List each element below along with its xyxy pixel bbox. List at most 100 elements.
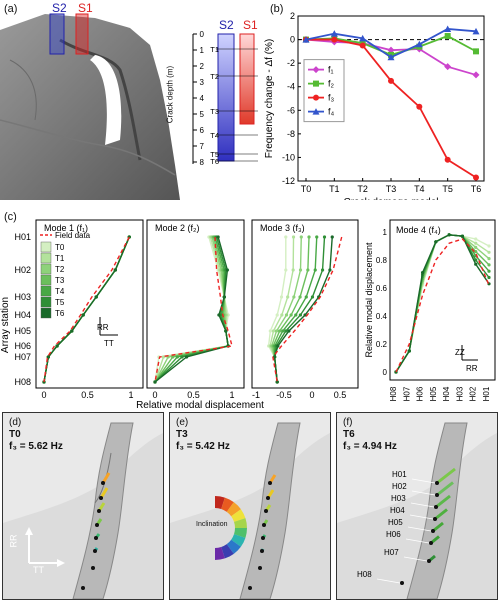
compass-d-tt: TT <box>33 565 44 575</box>
station-tag: H03 <box>391 494 406 503</box>
mode-point <box>292 295 296 299</box>
mode-point <box>275 313 279 317</box>
state-legend: T2 <box>55 265 65 274</box>
s1-crack-box <box>75 13 89 55</box>
data-point <box>302 36 310 43</box>
station-dot <box>99 496 103 500</box>
mode4-xtick: H02 <box>469 386 478 401</box>
mode-point <box>313 268 317 272</box>
b-ytick-label: -6 <box>287 105 295 115</box>
mode-point <box>171 355 175 359</box>
3d-mesh-e <box>170 422 330 599</box>
mode4-point <box>487 275 491 280</box>
panel-f-label: (f) <box>343 417 353 428</box>
panel-b-label: (b) <box>270 3 284 15</box>
mode-point <box>304 295 308 299</box>
rock-arch-model <box>0 13 180 200</box>
c-xtick: 0.5 <box>187 390 200 400</box>
mode4-point <box>474 245 478 249</box>
mode-point <box>287 329 291 333</box>
mode-curve <box>154 236 229 383</box>
depth-tick-label: 4 <box>200 94 205 103</box>
b-ytick-label: -10 <box>282 152 295 162</box>
modal-arrow <box>435 494 451 509</box>
state-legend: T4 <box>55 287 65 296</box>
data-point <box>416 103 423 110</box>
station-dot <box>433 517 437 521</box>
mode-point <box>307 235 311 239</box>
station-label: H03 <box>14 292 31 302</box>
mode4-ytick: 0.8 <box>376 256 388 265</box>
mode-point <box>224 329 228 333</box>
data-point <box>472 27 480 35</box>
wheel-segment <box>234 518 247 528</box>
mode-point <box>298 313 303 317</box>
station-dot <box>434 505 438 509</box>
c-xtick: 0.5 <box>334 390 347 400</box>
panel-e-label: (e) <box>176 417 189 428</box>
b-xlabel: Crack damage model <box>343 197 438 200</box>
station-label: H06 <box>14 341 31 351</box>
c-xtick: -0.5 <box>276 390 292 400</box>
wheel-segment <box>221 544 234 559</box>
mode4-ytick: 0.4 <box>376 312 388 321</box>
mode4-xtick: H05 <box>429 386 438 401</box>
mode-point <box>217 313 221 317</box>
mode4-point <box>420 271 425 275</box>
mode-point <box>153 380 157 384</box>
field-legend: Field data <box>55 231 91 240</box>
mode4-point <box>460 234 465 238</box>
panel-e-state: T3 <box>176 429 188 440</box>
station-dot <box>258 566 262 570</box>
modal-arrow <box>434 508 448 521</box>
wheel-segment <box>231 534 246 547</box>
station-label: H07 <box>14 352 31 362</box>
mode4-ylabel: Relative modal displacement <box>364 242 374 358</box>
mode-title: Mode 2 (f₂) <box>155 223 200 233</box>
mode4-xtick: H08 <box>389 386 398 401</box>
state-legend: T6 <box>55 309 65 318</box>
depth-tick-label: 1 <box>200 46 205 55</box>
station-dot <box>97 509 101 513</box>
mode4-ytick: 1 <box>383 228 388 237</box>
mode4-point <box>487 257 491 261</box>
mode-point <box>81 313 85 317</box>
mode-frame <box>35 219 144 389</box>
station-dot <box>261 536 265 540</box>
panel-c-label: (c) <box>4 211 17 223</box>
c-ylabel: Array station <box>0 297 11 353</box>
legend-marker <box>313 80 319 87</box>
station-dot <box>101 481 105 485</box>
station-tag: H04 <box>390 506 405 515</box>
s2-crack-box <box>49 13 65 55</box>
mode-point <box>284 313 289 317</box>
mode-point <box>280 313 284 317</box>
mode-point <box>175 355 179 359</box>
station-dot <box>427 559 431 563</box>
mode4-xtick: H07 <box>402 386 411 401</box>
station-dot <box>93 549 97 553</box>
state-mark-label: T1 <box>210 45 219 54</box>
mode-point <box>284 329 288 333</box>
mode-curve <box>154 236 229 383</box>
array-arrows-e <box>248 474 277 590</box>
compass-rr2: RR <box>466 364 478 373</box>
bar-s1-label: S1 <box>243 18 258 32</box>
station-tag: H02 <box>392 482 407 491</box>
station-dot <box>262 523 266 527</box>
state-mark-label: T4 <box>210 131 219 140</box>
mode-point <box>281 329 285 333</box>
freq-change-chart: 20-2-4-6-8-10-12T0T1T2T3T4T5T6Crack dama… <box>264 11 485 200</box>
mode4-point <box>434 240 438 244</box>
mode-point <box>70 329 74 333</box>
station-dot <box>94 536 98 540</box>
panel-a-label: (a) <box>4 3 18 15</box>
station-dot <box>81 586 85 590</box>
mode4-point <box>407 349 411 353</box>
station-label: H02 <box>14 265 31 275</box>
mode-point <box>180 355 184 359</box>
compass-rr: RR <box>97 323 109 332</box>
c-xtick: 1 <box>229 390 234 400</box>
